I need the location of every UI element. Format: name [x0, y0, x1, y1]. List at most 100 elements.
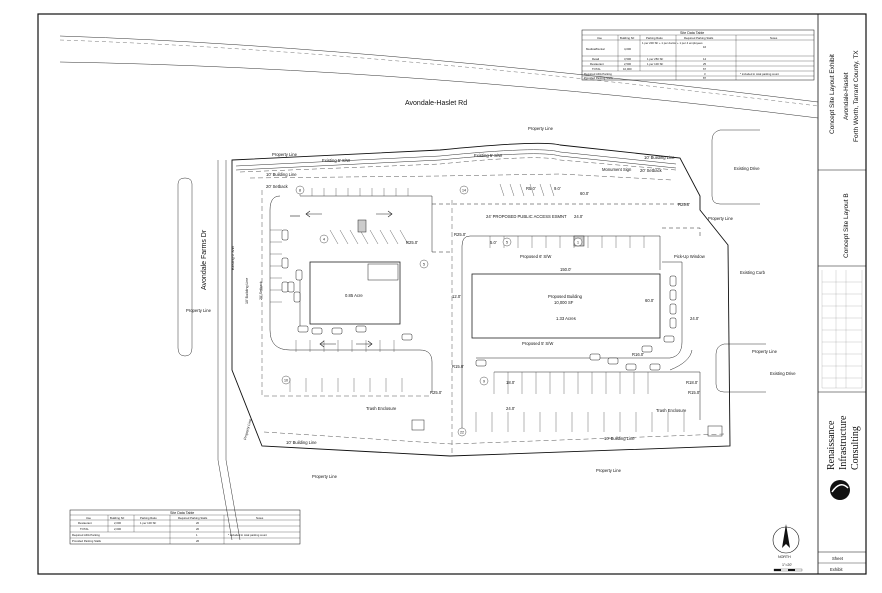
label-proposed-sw: Proposed 6' S/W	[520, 254, 551, 259]
svg-text:2,000: 2,000	[114, 527, 121, 531]
table-bottom-title: Site Data Table	[170, 511, 194, 515]
project-name: Avondale-Haslet	[843, 72, 850, 120]
svg-text:Building SF: Building SF	[110, 516, 125, 520]
label-dim-r16: R16.0'	[632, 352, 644, 357]
svg-text:2,500: 2,500	[624, 62, 631, 66]
label-property-line-se: Property Line	[596, 468, 622, 473]
label-dim-r15-east: R15.0'	[688, 390, 700, 395]
label-dim-r15-west: R15.0'	[452, 364, 464, 369]
svg-text:1 per 100 SF: 1 per 100 SF	[140, 521, 156, 525]
label-property-line-east2: Property Line	[752, 349, 778, 354]
firm-name-3: Consulting	[850, 426, 861, 470]
label-building-line-vert: 10' Building Line	[245, 278, 249, 304]
sheet-label: Sheet	[832, 556, 844, 561]
north-arrow: NORTH 1"=20'	[772, 524, 803, 572]
scale-label: 1"=20'	[782, 563, 792, 567]
svg-text:3,500: 3,500	[624, 57, 631, 61]
road-label-avondale-haslet: Avondale-Haslet Rd	[405, 100, 467, 107]
label-east-building: Proposed Building	[548, 294, 583, 299]
east-parking-lot	[461, 235, 701, 430]
label-building-line-south: 10' Building Line	[286, 440, 317, 445]
label-property-line-north: Property Line	[528, 126, 554, 131]
label-existing-sw-west: Existing 5' S/W	[322, 158, 350, 163]
svg-text:1: 1	[577, 241, 579, 245]
svg-text:Building SF: Building SF	[620, 36, 635, 40]
svg-text:Notes: Notes	[256, 516, 264, 520]
road-label-avondale-farms: Avondale Farms Dr	[201, 229, 208, 290]
label-dim-r25-ne: R25.0'	[678, 202, 690, 207]
label-pickup-window: Pick-Up Window	[674, 254, 706, 259]
svg-text:Provided Parking Stalls: Provided Parking Stalls	[584, 76, 614, 80]
label-existing-drive-north: Existing Drive	[734, 166, 760, 171]
svg-text:2,000: 2,000	[114, 521, 121, 525]
label-existing-sw-vert: Existing 6' S/W	[231, 245, 235, 270]
firm-name-1: Renaissance	[826, 420, 837, 470]
svg-text:Provided Parking Stalls: Provided Parking Stalls	[72, 539, 102, 543]
label-building-line-ne: 10' Building Line	[644, 155, 675, 160]
label-setback-ne: 20' Setback	[640, 168, 663, 173]
label-property-line-west: Property Line	[186, 308, 212, 313]
label-trash-enclosure-west: Trash Enclosure	[366, 406, 397, 411]
north-label: NORTH	[778, 555, 791, 559]
label-proposed-sw-5: Proposed 5' S/W	[522, 341, 553, 346]
svg-text:TOTAL: TOTAL	[80, 527, 89, 531]
label-dim-150: 150.0'	[560, 267, 571, 272]
label-east-acres: 1.33 Acres	[556, 316, 576, 321]
existing-sidewalk	[235, 149, 677, 171]
label-building-line-se: 10' Building Line	[604, 436, 635, 441]
svg-text:Required Parking Stalls: Required Parking Stalls	[684, 36, 714, 40]
svg-text:25: 25	[703, 62, 707, 66]
svg-text:Notes: Notes	[770, 36, 778, 40]
svg-text:20: 20	[196, 527, 200, 531]
label-dim-r25-sw: R25.0'	[430, 390, 442, 395]
svg-text:22: 22	[460, 431, 464, 435]
svg-text:1: 1	[196, 533, 198, 537]
site-data-table-top: Site Data Table	[581, 29, 815, 81]
site-data-table-top-cells: Use Building SF Parking Ratio Required P…	[584, 36, 779, 80]
svg-text:14: 14	[703, 57, 707, 61]
svg-text:67: 67	[703, 67, 707, 71]
svg-text:14: 14	[462, 189, 466, 193]
label-property-line-nw: Property Line	[272, 152, 298, 157]
label-property-line-east: Property Line	[708, 216, 734, 221]
label-dim-r5: R5.0'	[526, 186, 536, 191]
label-dim-5: 5.0'	[490, 240, 497, 245]
svg-text:Retail: Retail	[592, 57, 600, 61]
existing-drive-islands	[711, 129, 766, 393]
label-existing-drive-south: Existing Drive	[770, 371, 796, 376]
project-location: Forth Worth, Tarrant County, TX	[853, 50, 860, 142]
svg-text:* included in total parking co: * included in total parking count	[228, 533, 267, 537]
svg-text:26: 26	[196, 539, 200, 543]
title-block: Concept Site Layout Exhibit Avondale-Has…	[826, 50, 861, 572]
svg-text:Use: Use	[597, 36, 602, 40]
label-monument-sign: Monument Sign	[602, 167, 632, 172]
label-dim-r18: R18.0'	[686, 380, 698, 385]
svg-text:10,000: 10,000	[623, 67, 632, 71]
label-property-line-south: Property Line	[312, 474, 338, 479]
building-lines	[239, 157, 725, 456]
label-dim-24-top: 24.0'	[574, 214, 583, 219]
table-top-title: Site Data Table	[680, 31, 704, 35]
avondale-farms-road	[177, 160, 241, 541]
label-property-line-vert: Property Line	[243, 419, 252, 441]
revision-grid	[821, 270, 863, 389]
svg-text:TOTAL: TOTAL	[592, 67, 601, 71]
east-building-footprint	[471, 273, 661, 339]
label-public-access: 24' PROPOSED PUBLIC ACCESS ESMNT	[486, 214, 567, 219]
exhibit-title: Concept Site Layout Exhibit	[829, 54, 836, 134]
label-dim-18: 18.0'	[506, 380, 515, 385]
label-dim-24-east: 24.0'	[690, 316, 699, 321]
svg-text:Required ADA Parking: Required ADA Parking	[72, 533, 100, 537]
site-data-table-bottom: Site Data Table	[69, 509, 301, 545]
svg-text:1 per 250 SF: 1 per 250 SF	[647, 57, 663, 61]
svg-text:* included in total parking co: * included in total parking count	[740, 72, 779, 76]
stall-markers	[281, 185, 583, 437]
svg-text:20: 20	[196, 521, 200, 525]
label-dim-12: 12.0'	[452, 294, 461, 299]
sheet-border	[37, 13, 867, 575]
svg-text:4,000: 4,000	[624, 47, 631, 51]
label-dim-60-top: 60.0'	[580, 191, 589, 196]
svg-text:Medical/Dental: Medical/Dental	[586, 47, 605, 51]
svg-text:1 per 200 SF + 1 per doctor +: 1 per 200 SF + 1 per doctor + 1 per 4 em…	[642, 41, 703, 45]
